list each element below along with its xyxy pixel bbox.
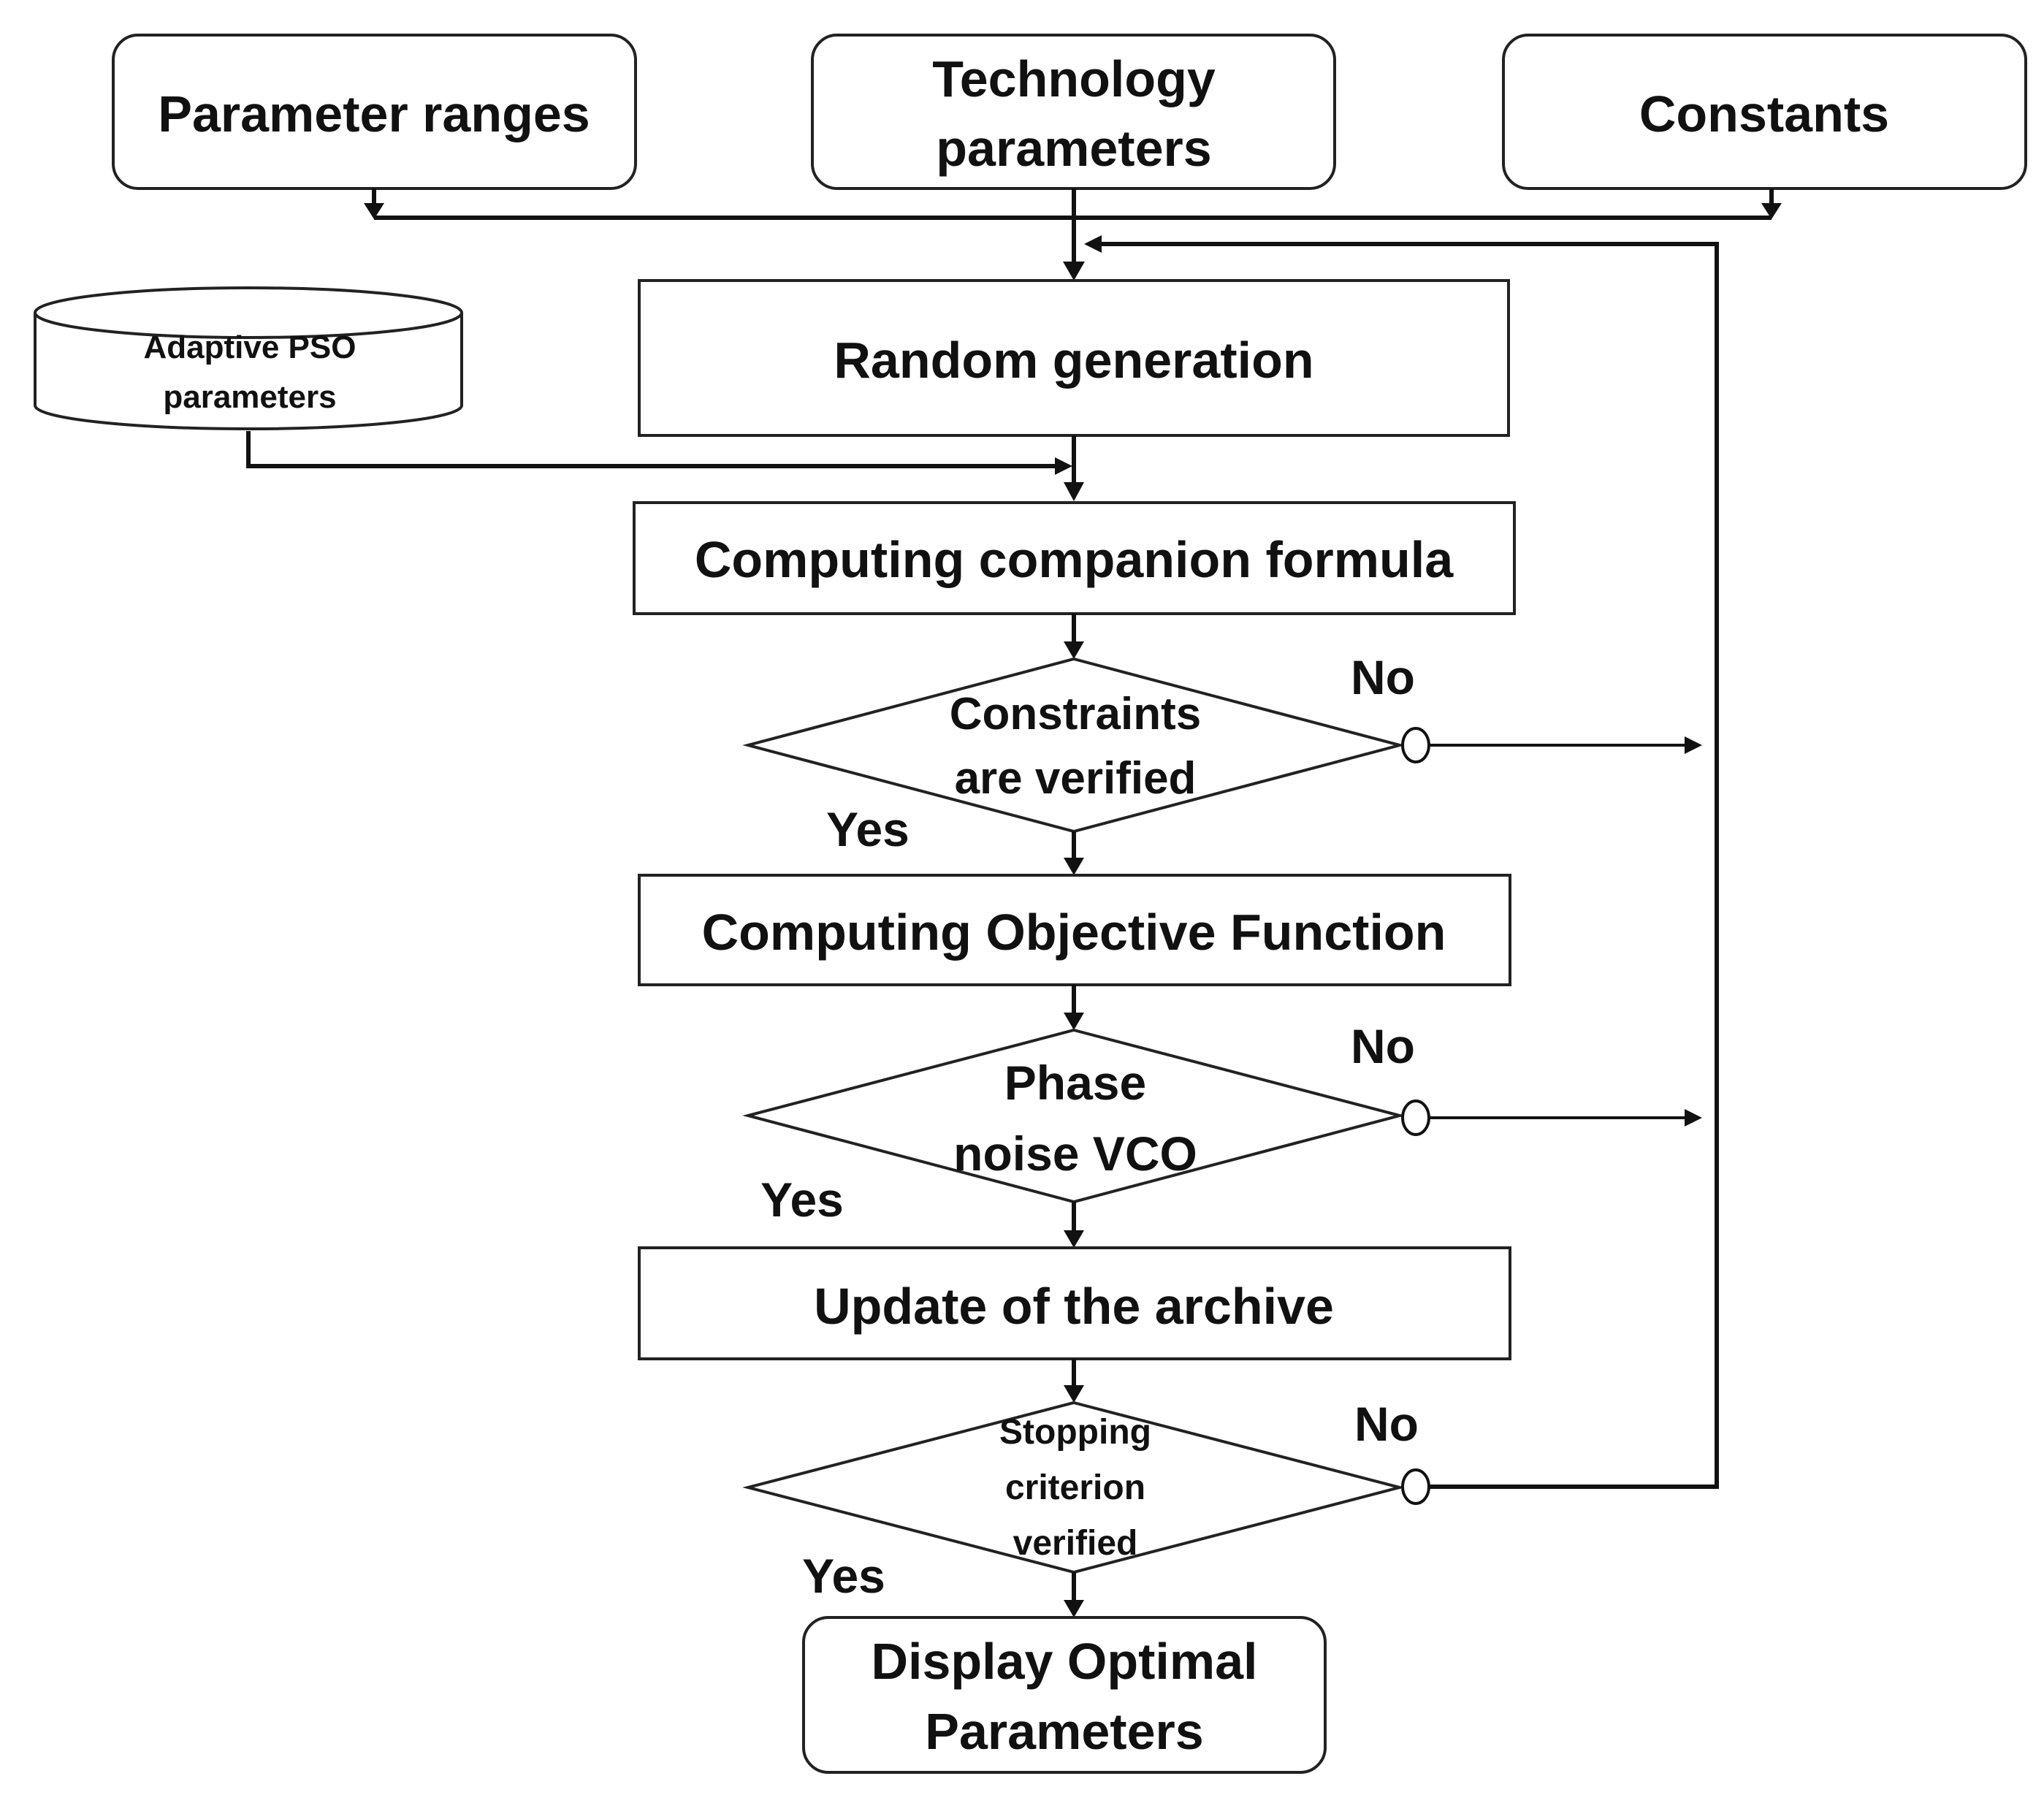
stopping-no-label: No	[1354, 1397, 1419, 1451]
constraints-label-line1: Constraints	[950, 689, 1201, 739]
display-optimal-label-line1: Display Optimal	[871, 1633, 1257, 1690]
constants-box: Constants	[1502, 34, 2027, 190]
stopping-label-line3: verified	[1013, 1524, 1138, 1563]
stopping-label-line1: Stopping	[999, 1413, 1151, 1452]
feedback-loop-line	[1084, 235, 1719, 1489]
random-generation-box: Random generation	[638, 279, 1510, 437]
update-archive-label: Update of the archive	[814, 1278, 1334, 1335]
technology-parameters-label-line1: Technology	[932, 50, 1216, 107]
parameter-ranges-label: Parameter ranges	[158, 85, 590, 142]
adaptive-pso-parameters-cylinder: Adaptive PSO parameters	[34, 286, 463, 430]
phase-noise-label-line2: noise VCO	[953, 1127, 1197, 1181]
technology-parameters-label-line2: parameters	[936, 120, 1211, 177]
constants-label: Constants	[1639, 85, 1889, 142]
phase-noise-label-line1: Phase	[1004, 1056, 1146, 1110]
constraints-verified-decision: Constraints are verified	[742, 657, 1406, 834]
objective-function-label: Computing Objective Function	[702, 904, 1446, 961]
constraints-yes-label: Yes	[826, 802, 909, 856]
phase-noise-yes-label: Yes	[760, 1173, 844, 1227]
adaptive-pso-label-line1: Adaptive PSO	[144, 329, 356, 365]
stopping-label-line2: criterion	[1005, 1468, 1145, 1507]
display-optimal-box: Display Optimal Parameters	[802, 1616, 1327, 1774]
constraints-no-label: No	[1351, 650, 1415, 704]
update-archive-box: Update of the archive	[638, 1246, 1511, 1360]
companion-formula-box: Computing companion formula	[633, 501, 1516, 615]
phase-noise-no-label: No	[1351, 1019, 1415, 1073]
stopping-no-connector: No	[1354, 1397, 1430, 1505]
stopping-yes-label: Yes	[802, 1549, 885, 1603]
phase-noise-no-branch: No	[1351, 1019, 1702, 1136]
constraints-label-line2: are verified	[955, 753, 1197, 804]
parameter-ranges-box: Parameter ranges	[112, 34, 637, 190]
random-generation-label: Random generation	[834, 332, 1313, 389]
phase-noise-decision: Phase noise VCO	[742, 1028, 1406, 1204]
technology-parameters-box: Technology parameters	[811, 34, 1336, 190]
display-optimal-label-line2: Parameters	[925, 1703, 1203, 1760]
adaptive-pso-label-line2: parameters	[163, 379, 336, 415]
companion-formula-label: Computing companion formula	[695, 531, 1454, 588]
objective-function-box: Computing Objective Function	[638, 874, 1511, 986]
input-connectors	[246, 188, 1782, 475]
stopping-criterion-decision: Stopping criterion verified	[742, 1400, 1406, 1574]
constraints-no-branch: No	[1351, 650, 1702, 763]
